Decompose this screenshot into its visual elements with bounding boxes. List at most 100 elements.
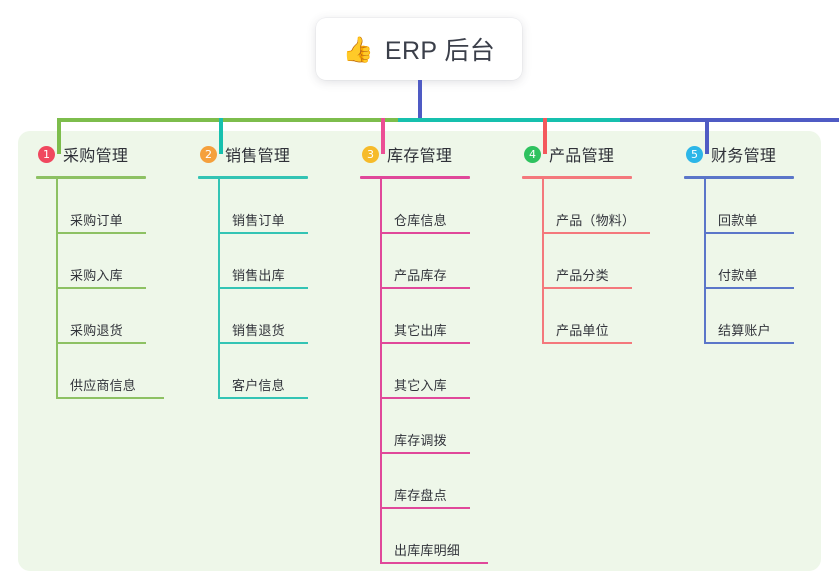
branch-spine-2 bbox=[218, 179, 220, 399]
leaf-item-underline bbox=[56, 287, 146, 289]
leaf-item-underline bbox=[380, 452, 470, 454]
branch-column-2: 2 销售管理销售订单销售出库销售退货客户信息 bbox=[198, 142, 363, 399]
leaf-item[interactable]: 采购订单 bbox=[56, 179, 201, 234]
connector-elbow-right bbox=[693, 118, 709, 122]
branch-items-3: 仓库信息产品库存其它出库其它入库库存调拨库存盘点出库库明细 bbox=[360, 179, 525, 564]
leaf-item-underline bbox=[542, 342, 632, 344]
leaf-item-label: 其它出库 bbox=[394, 323, 447, 338]
branch-badge-5: 5 bbox=[686, 145, 703, 163]
leaf-item[interactable]: 库存盘点 bbox=[380, 454, 525, 509]
leaf-item-underline bbox=[218, 397, 308, 399]
connector-elbow-left bbox=[57, 118, 73, 122]
leaf-item[interactable]: 其它出库 bbox=[380, 289, 525, 344]
branch-title-5: 财务管理 bbox=[711, 148, 777, 165]
leaf-item[interactable]: 销售出库 bbox=[218, 234, 363, 289]
leaf-item[interactable]: 采购退货 bbox=[56, 289, 201, 344]
leaf-item[interactable]: 其它入库 bbox=[380, 344, 525, 399]
branch-header-1[interactable]: 1 采购管理 bbox=[36, 142, 201, 166]
leaf-item-label: 产品单位 bbox=[556, 323, 609, 338]
leaf-item-underline bbox=[56, 397, 164, 399]
leaf-item[interactable]: 结算账户 bbox=[704, 289, 839, 344]
leaf-item-label: 其它入库 bbox=[394, 378, 447, 393]
leaf-item[interactable]: 供应商信息 bbox=[56, 344, 201, 399]
leaf-item-label: 产品分类 bbox=[556, 268, 609, 283]
branch-badge-2: 2 bbox=[200, 145, 217, 163]
connector-drop-1 bbox=[57, 118, 61, 154]
branch-items-4: 产品（物料） 产品分类产品单位 bbox=[522, 179, 687, 344]
branch-underline-1 bbox=[36, 176, 146, 179]
branch-items-2: 销售订单销售出库销售退货客户信息 bbox=[198, 179, 363, 399]
branch-underline-2 bbox=[198, 176, 308, 179]
root-node[interactable]: 👍 ERP 后台 bbox=[316, 18, 522, 80]
connector-drop-2 bbox=[219, 118, 223, 154]
leaf-item[interactable]: 付款单 bbox=[704, 234, 839, 289]
branch-header-4[interactable]: 4 产品管理 bbox=[522, 142, 687, 166]
leaf-item[interactable]: 客户信息 bbox=[218, 344, 363, 399]
connector-bar-middle bbox=[398, 118, 620, 122]
branch-header-3[interactable]: 3 库存管理 bbox=[360, 142, 525, 166]
leaf-item-label: 采购入库 bbox=[70, 268, 123, 283]
connector-drop-5 bbox=[705, 118, 709, 154]
leaf-item-underline bbox=[704, 287, 794, 289]
branch-underline-3 bbox=[360, 176, 470, 179]
leaf-item-underline bbox=[56, 232, 146, 234]
leaf-item-label: 销售退货 bbox=[232, 323, 285, 338]
connector-drop-4 bbox=[543, 118, 547, 154]
leaf-item[interactable]: 采购入库 bbox=[56, 234, 201, 289]
branch-column-1: 1 采购管理采购订单采购入库采购退货供应商信息 bbox=[36, 142, 201, 399]
leaf-item-label: 销售出库 bbox=[232, 268, 285, 283]
branch-spine-4 bbox=[542, 179, 544, 344]
leaf-item-underline bbox=[218, 232, 308, 234]
connector-bar-right bbox=[418, 118, 839, 122]
branch-badge-4: 4 bbox=[524, 145, 541, 163]
leaf-item-label: 回款单 bbox=[718, 213, 758, 228]
branch-title-4: 产品管理 bbox=[549, 148, 615, 165]
branch-column-5: 5 财务管理回款单付款单结算账户 bbox=[684, 142, 839, 344]
branch-title-3: 库存管理 bbox=[387, 148, 453, 165]
diagram-panel-background bbox=[18, 131, 821, 571]
leaf-item[interactable]: 产品分类 bbox=[542, 234, 687, 289]
leaf-item-underline bbox=[56, 342, 146, 344]
leaf-item[interactable]: 回款单 bbox=[704, 179, 839, 234]
leaf-item-underline bbox=[380, 342, 470, 344]
leaf-item[interactable]: 销售退货 bbox=[218, 289, 363, 344]
leaf-item-underline bbox=[380, 232, 470, 234]
leaf-item-underline bbox=[542, 232, 650, 234]
branch-header-2[interactable]: 2 销售管理 bbox=[198, 142, 363, 166]
leaf-item-label: 付款单 bbox=[718, 268, 758, 283]
leaf-item[interactable]: 出库库明细 bbox=[380, 509, 525, 564]
leaf-item-label: 采购订单 bbox=[70, 213, 123, 228]
branch-title-2: 销售管理 bbox=[225, 148, 291, 165]
connector-drop-3 bbox=[381, 118, 385, 154]
branch-underline-4 bbox=[522, 176, 632, 179]
leaf-item[interactable]: 销售订单 bbox=[218, 179, 363, 234]
leaf-item-label: 客户信息 bbox=[232, 378, 285, 393]
leaf-item-label: 库存调拨 bbox=[394, 433, 447, 448]
branch-spine-1 bbox=[56, 179, 58, 399]
leaf-item-underline bbox=[218, 342, 308, 344]
leaf-item-label: 库存盘点 bbox=[394, 488, 447, 503]
branch-items-1: 采购订单采购入库采购退货供应商信息 bbox=[36, 179, 201, 399]
branch-title-1: 采购管理 bbox=[63, 148, 129, 165]
branch-spine-3 bbox=[380, 179, 382, 564]
leaf-item-underline bbox=[704, 232, 794, 234]
leaf-item[interactable]: 仓库信息 bbox=[380, 179, 525, 234]
leaf-item-underline bbox=[380, 507, 470, 509]
branch-column-4: 4 产品管理产品（物料） 产品分类产品单位 bbox=[522, 142, 687, 344]
branch-badge-1: 1 bbox=[38, 145, 55, 163]
branch-underline-5 bbox=[684, 176, 794, 179]
branch-header-5[interactable]: 5 财务管理 bbox=[684, 142, 839, 166]
branch-badge-3: 3 bbox=[362, 145, 379, 163]
leaf-item-label: 供应商信息 bbox=[70, 378, 137, 393]
leaf-item-label: 产品库存 bbox=[394, 268, 447, 283]
leaf-item[interactable]: 产品库存 bbox=[380, 234, 525, 289]
leaf-item[interactable]: 产品单位 bbox=[542, 289, 687, 344]
leaf-item-label: 采购退货 bbox=[70, 323, 123, 338]
branch-column-3: 3 库存管理仓库信息产品库存其它出库其它入库库存调拨库存盘点出库库明细 bbox=[360, 142, 525, 564]
leaf-item-label: 仓库信息 bbox=[394, 213, 447, 228]
leaf-item-underline bbox=[380, 287, 470, 289]
leaf-item[interactable]: 库存调拨 bbox=[380, 399, 525, 454]
leaf-item-underline bbox=[380, 397, 470, 399]
leaf-item[interactable]: 产品（物料） bbox=[542, 179, 687, 234]
